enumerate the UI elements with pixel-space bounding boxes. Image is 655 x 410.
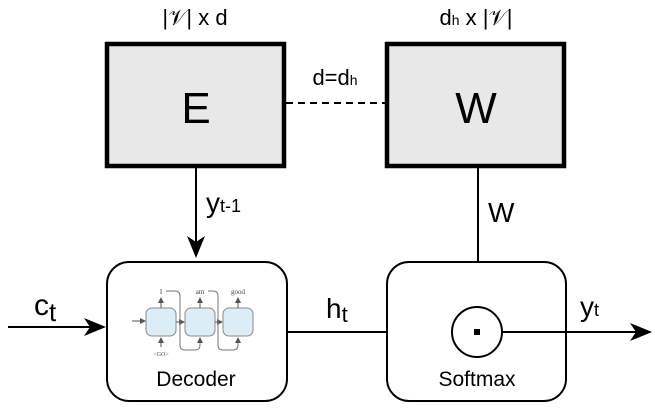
embedding-dimension-label: |𝒱| x d: [162, 5, 227, 30]
context-label: ct: [34, 289, 57, 327]
hidden-label: ht: [326, 293, 348, 327]
output-weight-matrix-box: [384, 41, 567, 169]
edge-context: ct: [8, 289, 106, 336]
rnn-cell: [222, 307, 254, 337]
rnn-go-token: <GO>: [153, 352, 169, 358]
weight-tie-label: d=dh: [312, 65, 357, 90]
embedding-matrix-label: E: [181, 84, 210, 133]
output-weight-matrix: dh x |𝒱| W: [384, 5, 567, 169]
embedding-matrix: |𝒱| x d E: [104, 5, 287, 169]
output-weight-matrix-label: W: [455, 84, 497, 133]
edge-prev-token: yt-1: [187, 168, 241, 258]
weight-tie: d=dh: [286, 65, 385, 104]
rnn-feedback-curve: [208, 290, 241, 351]
rnn-illustration: I am good <GO>: [132, 288, 254, 358]
edge-output: yt: [502, 291, 652, 341]
rnn-cell: [184, 307, 216, 337]
softmax-label: Softmax: [438, 368, 516, 391]
weight-label: W: [488, 197, 515, 228]
dot-product-icon: [474, 329, 480, 335]
rnn-output-token: am: [196, 288, 205, 296]
rnn-cell: [145, 307, 177, 337]
prev-token-label: yt-1: [206, 187, 241, 218]
rnn-feedback-curve: [166, 290, 203, 351]
output-label: yt: [580, 291, 599, 322]
softmax-block: Softmax: [386, 261, 567, 402]
embedding-matrix-box: [104, 41, 287, 169]
decoder-block: I am good <GO> Decoder: [106, 261, 288, 402]
rnn-output-token: good: [231, 288, 246, 296]
rnn-output-token: I: [160, 288, 163, 296]
output-weight-dimension-label: dh x |𝒱|: [439, 5, 512, 30]
decoder-label: Decoder: [156, 368, 235, 391]
